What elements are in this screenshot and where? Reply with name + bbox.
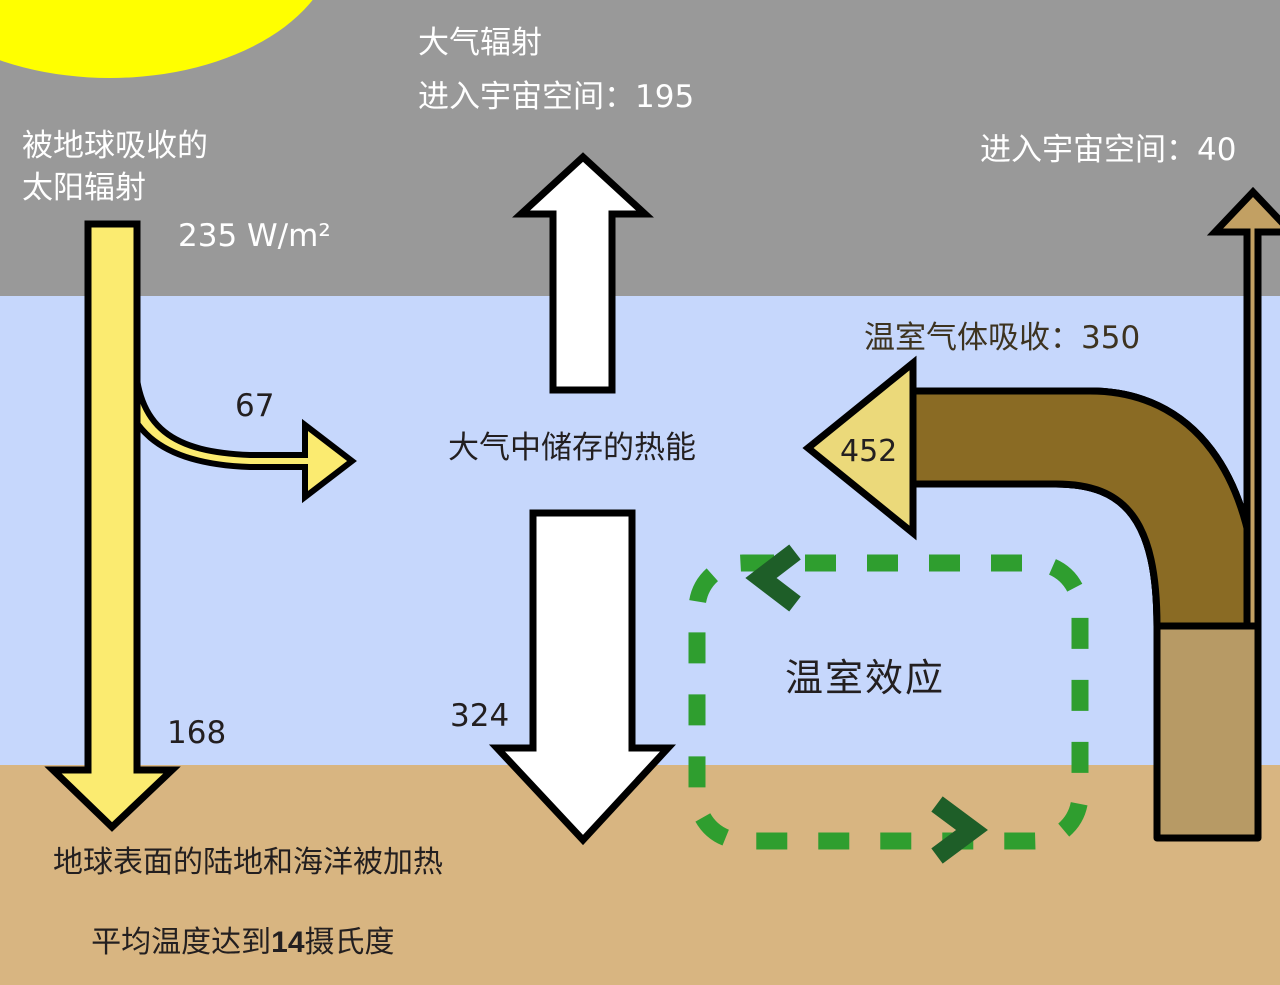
back-radiation-value-324: 324 [450,698,510,734]
atmosphere-layer [0,296,1280,765]
back-radiation-arrow-324 [488,509,676,846]
surface-temp-value: 14 [271,926,305,960]
greenhouse-loop-arrowhead-left [745,544,801,612]
surface-temp-prefix: 平均温度达到 [91,925,272,961]
stored-heat-label: 大气中储存的热能 [448,430,696,466]
ir-to-space-arrow-40 [1206,186,1280,630]
surface-ir-arrowhead-452 [802,355,917,541]
greenhouse-effect-loop [688,554,1089,850]
sun-icon [0,0,313,78]
surface-temperature-label-line2: 平均温度达到14摄氏度 [53,890,395,985]
greenhouse-gas-absorb-label: 温室气体吸收：350 [864,320,1141,356]
solar-absorbed-label-line1: 被地球吸收的 [22,128,208,164]
solar-absorbed-label-line2: 太阳辐射 [22,170,146,206]
solar-absorbed-arrow-168 [44,220,181,832]
surface-heated-label-line1: 地球表面的陆地和海洋被加热 [53,845,443,880]
greenhouse-loop-arrowhead-right [931,796,988,864]
ir-to-space-label: 进入宇宙空间：40 [980,132,1237,168]
solar-total-value: 235 W/m² [178,218,331,254]
surface-ir-value-452: 452 [840,434,898,469]
ground-layer [0,765,1280,985]
atmospheric-radiation-label-line2: 进入宇宙空间：195 [418,79,695,115]
surface-temp-suffix: 摄氏度 [304,925,395,961]
greenhouse-effect-label: 温室效应 [785,656,946,700]
surface-absorbed-value-168: 168 [167,715,227,751]
atmospheric-radiation-arrow-195 [512,152,654,394]
solar-branch-value-67: 67 [235,388,275,424]
atmospheric-radiation-label-line1: 大气辐射 [418,25,542,61]
